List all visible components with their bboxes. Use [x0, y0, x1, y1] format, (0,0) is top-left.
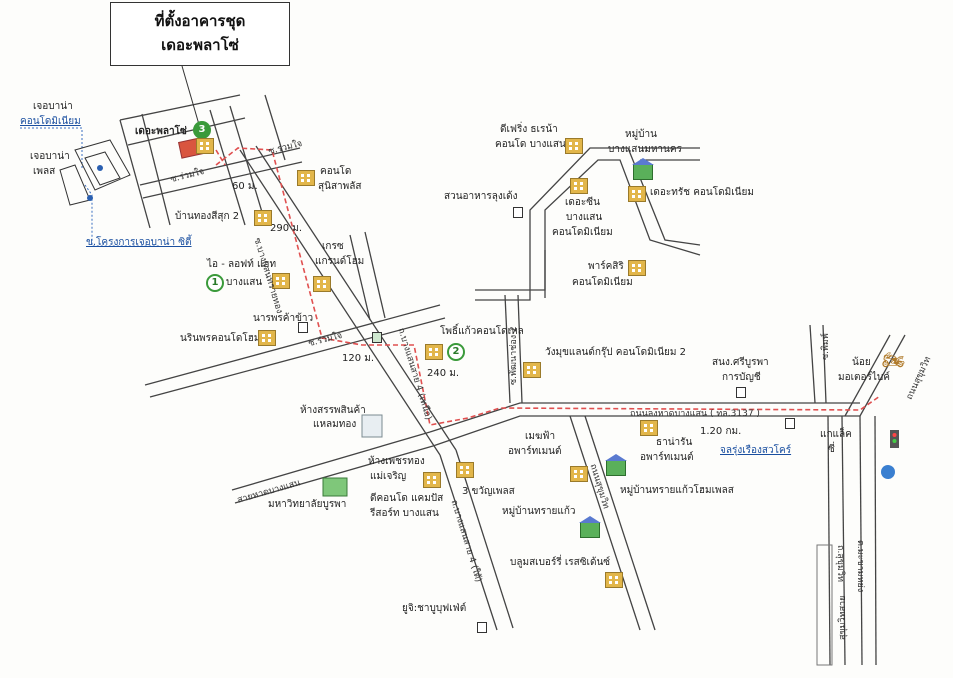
shop-icon: [477, 622, 487, 633]
village-icon: [605, 454, 627, 476]
building-icon: [258, 330, 276, 346]
label-grace-2: แกรนด์โฮม: [315, 256, 365, 267]
label-dcondo-1: ดีเฟริ่ง ธเรน้า: [500, 124, 558, 135]
title-line-1: ที่ตั้งอาคารชุด: [154, 12, 246, 30]
label-tarathip-1: ธาน่ารัน: [656, 437, 693, 448]
label-village-1: หมู่บ้าน: [625, 129, 657, 140]
label-baan-thong: บ้านทองสีสุก 2: [175, 211, 240, 222]
label-noi-2: มอเตอร์ไบค์: [838, 372, 890, 383]
label-blossom: บลูมสเบอร์รี่ เรสซิเด้นซ์: [510, 557, 611, 568]
label-grace-1: เกรซ: [322, 241, 344, 252]
label-ilofts-2: บางแสน: [226, 277, 263, 288]
label-seafood: สวนอาหารลุงเด้ง: [444, 191, 518, 202]
building-icon: [565, 138, 583, 154]
label-the-trust: เดอะทรัช คอนโดมิเนียม: [650, 187, 754, 198]
label-kaekak-2: ซี่: [828, 444, 835, 455]
title-box: ที่ตั้งอาคารชุด เดอะพลาโซ่: [110, 2, 290, 66]
label-university: มหาวิทยาลัยบูรพา: [268, 499, 347, 510]
office-icon: [736, 387, 746, 398]
label-tax-1: สนง.ศรีบูรพา: [712, 357, 769, 368]
label-ilofts-1: ไอ - ลอฟท์ แฮท: [207, 259, 277, 270]
label-chicondo-2: รีสอร์ท บางแสน: [370, 508, 439, 519]
label-thezen-1: เดอะซีน: [565, 197, 600, 208]
label-the-plaza: เดอะพลาโซ่: [135, 126, 187, 137]
building-icon: [628, 186, 646, 202]
label-village-2: บางแสนมหานคร: [608, 144, 682, 155]
label-thezen-3: คอนโดมิเนียม: [552, 227, 613, 238]
label-patsiri-1: พาร์คสิริ: [588, 261, 624, 272]
label-lamthong-2: แหลมทอง: [313, 419, 357, 430]
label-condo-sukhu-2: สุนิสาพลัส: [318, 181, 362, 192]
label-lamthong-1: ห้างสรรพสินค้า: [300, 405, 366, 416]
building-icon: [272, 273, 290, 289]
marker-1-ilofts: 1: [206, 274, 224, 292]
shop-icon: [785, 418, 795, 429]
village-icon: [579, 516, 601, 538]
marker-2-pochkaew: 2: [447, 343, 465, 361]
label-condo-sukhu-1: คอนโด: [320, 166, 352, 177]
label-uj: ยูจิ:ชาบูบุฟเฟ่ต์: [402, 603, 467, 614]
building-icon: [297, 170, 315, 186]
label-narin-2: นรินพรคอนโดโฮม: [180, 333, 261, 344]
building-icon: [425, 344, 443, 360]
shop-icon: [298, 322, 308, 333]
building-icon: [456, 462, 474, 478]
building-icon: [605, 572, 623, 588]
label-jb-place-2: เพลส: [33, 166, 56, 177]
motorbike-icon: 🏍: [882, 350, 905, 371]
label-pechthong-2: แม่เจริญ: [370, 471, 407, 482]
title-line-2: เดอะพลาโซ่: [161, 36, 239, 54]
restaurant-icon: [513, 207, 523, 218]
label-sai-village-2: หมู่บ้านทรายแก้ว: [502, 506, 576, 517]
building-icon: [196, 138, 214, 154]
label-noi-1: น้อย: [852, 357, 871, 368]
label-narin-1: นารพรค้าข้าว: [253, 313, 314, 324]
label-tax-2: การบัญชี: [722, 372, 761, 383]
label-road-right-1: ถ.สุขุมวิท: [835, 545, 845, 582]
building-icon: [570, 466, 588, 482]
label-jb-place-1: เจอบาน่า: [30, 151, 70, 162]
label-chicondo-1: ดีคอนโด แคมปัส: [370, 493, 444, 504]
building-icon: [628, 260, 646, 276]
office-icon: [372, 332, 382, 343]
marker-3-plaza: 3: [193, 121, 211, 139]
building-icon: [640, 420, 658, 436]
label-tarathip-2: อพาร์ทเมนต์: [640, 452, 694, 463]
label-jb-project: ข.โครงการเจอบาน่า ซิตี้: [86, 237, 192, 248]
label-dist-290: 290 ม.: [270, 223, 303, 234]
label-jb-condo-1: เจอบาน่า: [33, 101, 73, 112]
building-icon: [523, 362, 541, 378]
label-dist-60: 60 ม.: [232, 181, 258, 192]
label-road-main: ถนนลงหาดบางแสน ( ทล.3137 ): [630, 409, 760, 419]
label-mekfa-2: อพาร์ทเมนต์: [508, 446, 562, 457]
label-ruangsorn: จลรุ่งเรืองสวโคร์: [720, 445, 792, 456]
label-road-right-3: ซ.พิมพ์: [821, 333, 831, 360]
label-sai-village: หมู่บ้านทรายแก้วโฮมเพลส: [620, 485, 734, 496]
label-bottom-right: สุขุมวิทสาย: [838, 595, 848, 640]
building-icon: [423, 472, 441, 488]
label-mekfa-1: เมฆฟ้า: [525, 431, 556, 442]
label-pochkaew: โพธิ์แก้วคอนโดเทล: [440, 326, 524, 337]
label-dist-240: 240 ม.: [427, 368, 460, 379]
building-icon: [313, 276, 331, 292]
label-kaekak-1: แกแล็ค: [820, 429, 852, 440]
label-road-right-2: ต.มะขามหย่ง: [855, 540, 865, 593]
label-pechthong-1: ห้างเพชรทอง: [368, 456, 425, 467]
building-icon: [570, 178, 588, 194]
building-icon: [254, 210, 272, 226]
label-dist-120: 120 ม.: [342, 353, 375, 364]
label-thezen-2: บางแสน: [566, 212, 603, 223]
label-wongsakorn: วังมุขแลนด์กรุ๊ป คอนโดมิเนียม 2: [545, 347, 687, 358]
label-patsiri-2: คอนโดมิเนียม: [572, 277, 633, 288]
label-three-khwan: 3 ขวัญเพลส: [462, 486, 515, 497]
label-dist-1-20km: 1.20 กม.: [700, 426, 742, 437]
village-icon: [632, 158, 654, 180]
label-jb-condo-2: คอนโดมิเนียม: [20, 116, 81, 127]
label-road-kwan: ซ.พัฒนาช่อง 2: [509, 326, 519, 385]
label-dcondo-2: คอนโด บางแสน: [495, 139, 566, 150]
